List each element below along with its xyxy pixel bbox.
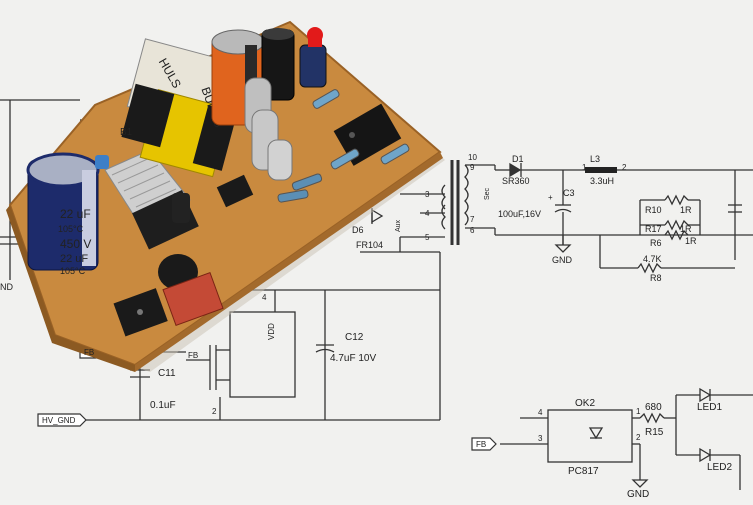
label-pin10: 10: [468, 153, 477, 162]
label-vdd: VDD: [267, 323, 276, 340]
label-sec: Sec: [484, 187, 491, 200]
label-r15: R15: [645, 427, 664, 438]
label-pin3: 3: [425, 190, 430, 199]
schematic: [0, 99, 753, 490]
label-pin-2: 2: [212, 407, 217, 416]
label-b1: B1: [120, 127, 133, 138]
x-capacitor: [162, 271, 224, 327]
label-r10-val: 1R: [680, 205, 692, 215]
label-fb-3: FB: [476, 440, 486, 449]
label-pin9: 9: [470, 163, 475, 172]
label-r17-val: 1R: [680, 224, 692, 234]
label-c3-val: 100uF,16V: [498, 209, 541, 219]
label-r8-val: 4.7K: [643, 254, 662, 264]
label-c11-val: 0.1uF: [150, 400, 176, 411]
mosfet: [216, 174, 254, 208]
label-led1: LED1: [697, 402, 722, 413]
label-l3-val: 3.3uH: [590, 176, 614, 186]
label-plus: +: [548, 193, 553, 202]
label-d1: D1: [512, 154, 524, 164]
cap-text-4: 22 uF: [60, 253, 88, 265]
fb-flag-opto: [471, 437, 497, 451]
label-ok2: OK2: [575, 398, 595, 409]
label-fb-1: FB: [84, 348, 94, 357]
transformer: HULS BUL-6S: [121, 38, 238, 178]
label-pin-4: 4: [262, 293, 267, 302]
small-resistors: [277, 89, 410, 203]
cap-text-2: 105°C: [58, 224, 84, 234]
label-pin7: 7: [470, 215, 475, 224]
aux-capacitor: [172, 193, 190, 223]
label-fr104: FR104: [356, 240, 383, 250]
label-gnd-1: GND: [552, 255, 573, 265]
label-pin4: 4: [425, 209, 430, 218]
label-opto-pin2: 2: [636, 433, 641, 442]
label-r6-val: 1R: [685, 236, 697, 246]
hv-gnd-flag: [37, 413, 87, 427]
label-sr360: SR360: [502, 176, 530, 186]
power-resistor-3: [267, 139, 293, 181]
label-c11: C11: [158, 368, 176, 379]
label-gnd-2: GND: [627, 489, 649, 500]
blue-capacitor: 22 uF 105°C 450 V 22 uF 105°C: [26, 152, 100, 276]
label-pc817: PC817: [568, 466, 599, 477]
label-l3: L3: [590, 154, 600, 164]
small-capacitor: [299, 44, 327, 88]
label-c12: C12: [345, 332, 364, 343]
label-nd: ND: [0, 282, 13, 292]
label-opto-pin1: 1: [636, 407, 641, 416]
label-aux: Aux: [395, 219, 402, 232]
label-led2: LED2: [707, 462, 732, 473]
cap-text-5: 105°C: [60, 266, 86, 276]
label-pin6: 6: [470, 226, 475, 235]
label-r8: R8: [650, 273, 662, 283]
label-fb-2: FB: [188, 351, 198, 360]
label-r6: R6: [650, 238, 662, 248]
label-r17: R17: [645, 224, 662, 234]
label-c3: C3: [563, 188, 575, 198]
label-r15-val: 680: [645, 402, 662, 413]
label-pin5: 5: [425, 233, 430, 242]
cap-text-1: 22 uF: [60, 207, 91, 221]
label-r10: R10: [645, 205, 662, 215]
label-d6: D6: [352, 225, 364, 235]
schematic-text: B1 D1 SR360 L3 3.3uH 1 2 C3 100uF,16V 10…: [0, 127, 732, 500]
blue-ceramic-cap: [95, 155, 109, 169]
label-c12-val: 4.7uF 10V: [330, 353, 376, 364]
cap-text-3: 450 V: [60, 237, 91, 251]
label-opto-pin4: 4: [538, 408, 543, 417]
label-l3-pin1: 1: [582, 163, 587, 172]
controller-ic: [333, 103, 402, 166]
label-opto-pin3: 3: [538, 434, 543, 443]
label-l3-pin2: 2: [622, 163, 627, 172]
pcb-board: HULS BUL-6S 22 uF 105°C 450 V 22 uF 105°…: [6, 20, 445, 372]
label-hv-gnd: HV_GND: [42, 416, 76, 425]
